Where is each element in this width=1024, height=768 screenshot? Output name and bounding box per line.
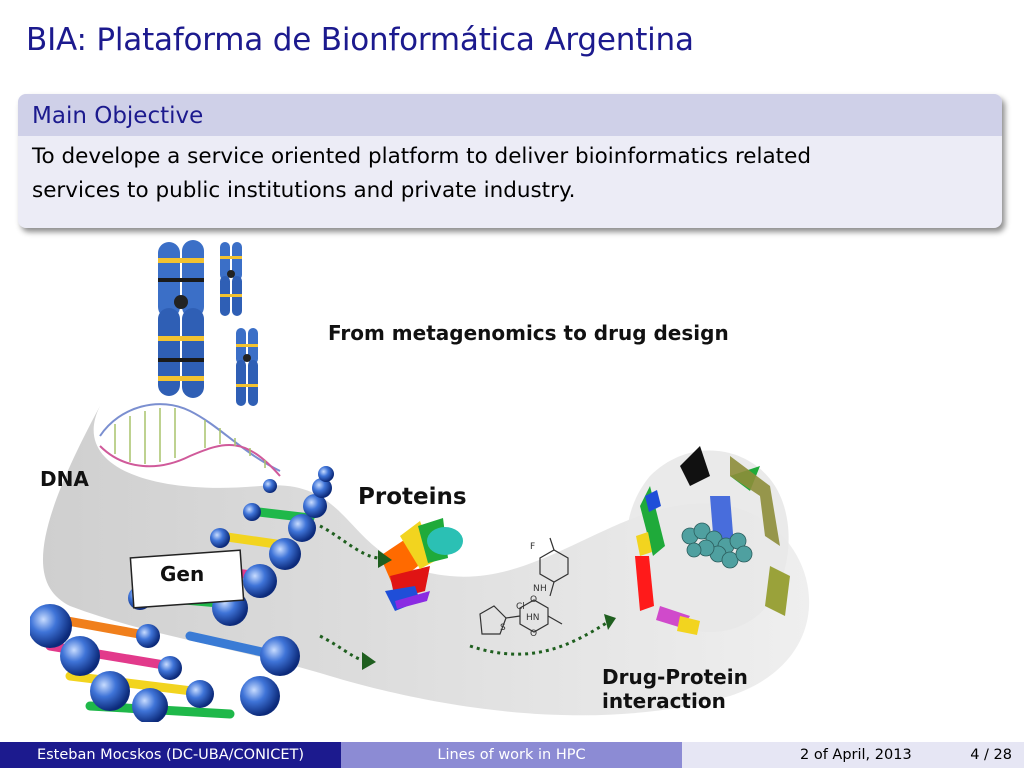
atom-label: O (530, 595, 537, 605)
dna-helix-thin (99, 403, 281, 477)
footer-info: 2 of April, 2013 4 / 28 (682, 742, 1024, 768)
block-title: Main Objective (18, 94, 1002, 136)
block-body: To develope a service oriented platform … (18, 136, 1002, 212)
process-arrows (319, 524, 609, 662)
metagenomics-figure: Gen F N H O Cl S HN O (30, 240, 810, 722)
drug-protein-label: Drug-Protein (602, 665, 748, 689)
atom-label: H (540, 584, 547, 594)
swoosh-shape (42, 406, 810, 716)
atom-label: F (530, 542, 535, 552)
atom-label: O (530, 629, 537, 639)
chromosome-icon (158, 240, 204, 398)
arrow-heads (362, 550, 616, 670)
chromosome-group (158, 240, 258, 406)
chromosome-icon (220, 242, 242, 316)
drug-protein-complex (626, 446, 790, 635)
dna-label: DNA (40, 467, 89, 491)
objective-block: Main Objective To develope a service ori… (18, 94, 1002, 228)
footer-bar: Esteban Mocskos (DC-UBA/CONICET) Lines o… (0, 742, 1024, 768)
proteins-label: Proteins (358, 484, 467, 510)
chromosome-icon (236, 328, 258, 406)
gen-label-box: Gen (129, 549, 245, 609)
gen-label: Gen (160, 562, 204, 586)
interaction-label: interaction (602, 689, 726, 713)
atom-label: HN (526, 613, 540, 623)
block-body-line: services to public institutions and priv… (32, 178, 576, 203)
molecule-structure (479, 537, 569, 635)
block-body-line: To develope a service oriented platform … (32, 144, 811, 169)
slide-title: BIA: Plataforma de Bionformática Argenti… (26, 22, 694, 58)
footer-date: 2 of April, 2013 (800, 747, 912, 763)
protein-ribbon-icon (380, 518, 463, 611)
atom-label: S (500, 623, 506, 633)
footer-talk-title: Lines of work in HPC (341, 742, 682, 768)
footer-author: Esteban Mocskos (DC-UBA/CONICET) (0, 742, 341, 768)
figure-caption: From metagenomics to drug design (328, 321, 729, 345)
atom-label: Cl (516, 602, 525, 612)
atom-label: N (533, 584, 540, 594)
footer-page-number: 4 / 28 (970, 747, 1012, 763)
